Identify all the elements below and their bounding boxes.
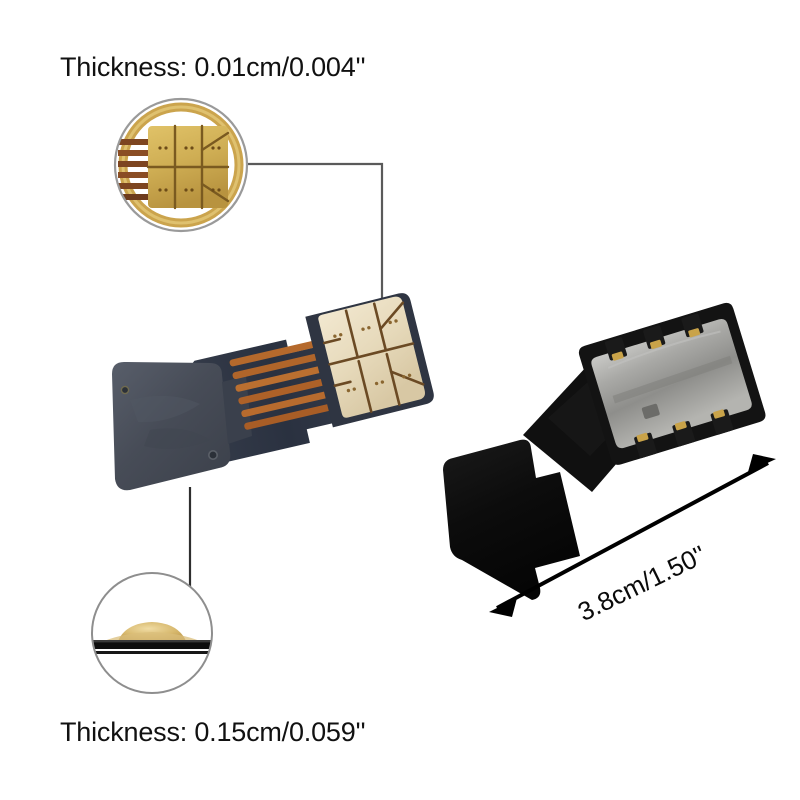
top-magnifier-circle (113, 97, 249, 233)
tray-pins-top (604, 313, 704, 361)
bottom-callout-leader (151, 487, 192, 635)
sim-contact-pads (318, 296, 425, 418)
top-thickness-label: Thickness: 0.01cm/0.004'' (60, 52, 366, 82)
length-dimension-label: 3.8cm/1.50'' (573, 539, 711, 627)
bottom-magnifier-circle (91, 572, 213, 694)
tray-pins-bottom (634, 409, 734, 459)
adapter-black-plate (443, 439, 580, 600)
right-flex-adapter (443, 302, 766, 600)
sim-card-tray (578, 302, 766, 465)
nano-sim-chip (305, 293, 434, 428)
bottom-thickness-label: Thickness: 0.15cm/0.059'' (60, 717, 366, 747)
top-callout-leader (247, 162, 384, 305)
copper-traces (229, 334, 360, 430)
adapter-plate (112, 362, 231, 491)
left-flex-adapter (112, 293, 434, 491)
